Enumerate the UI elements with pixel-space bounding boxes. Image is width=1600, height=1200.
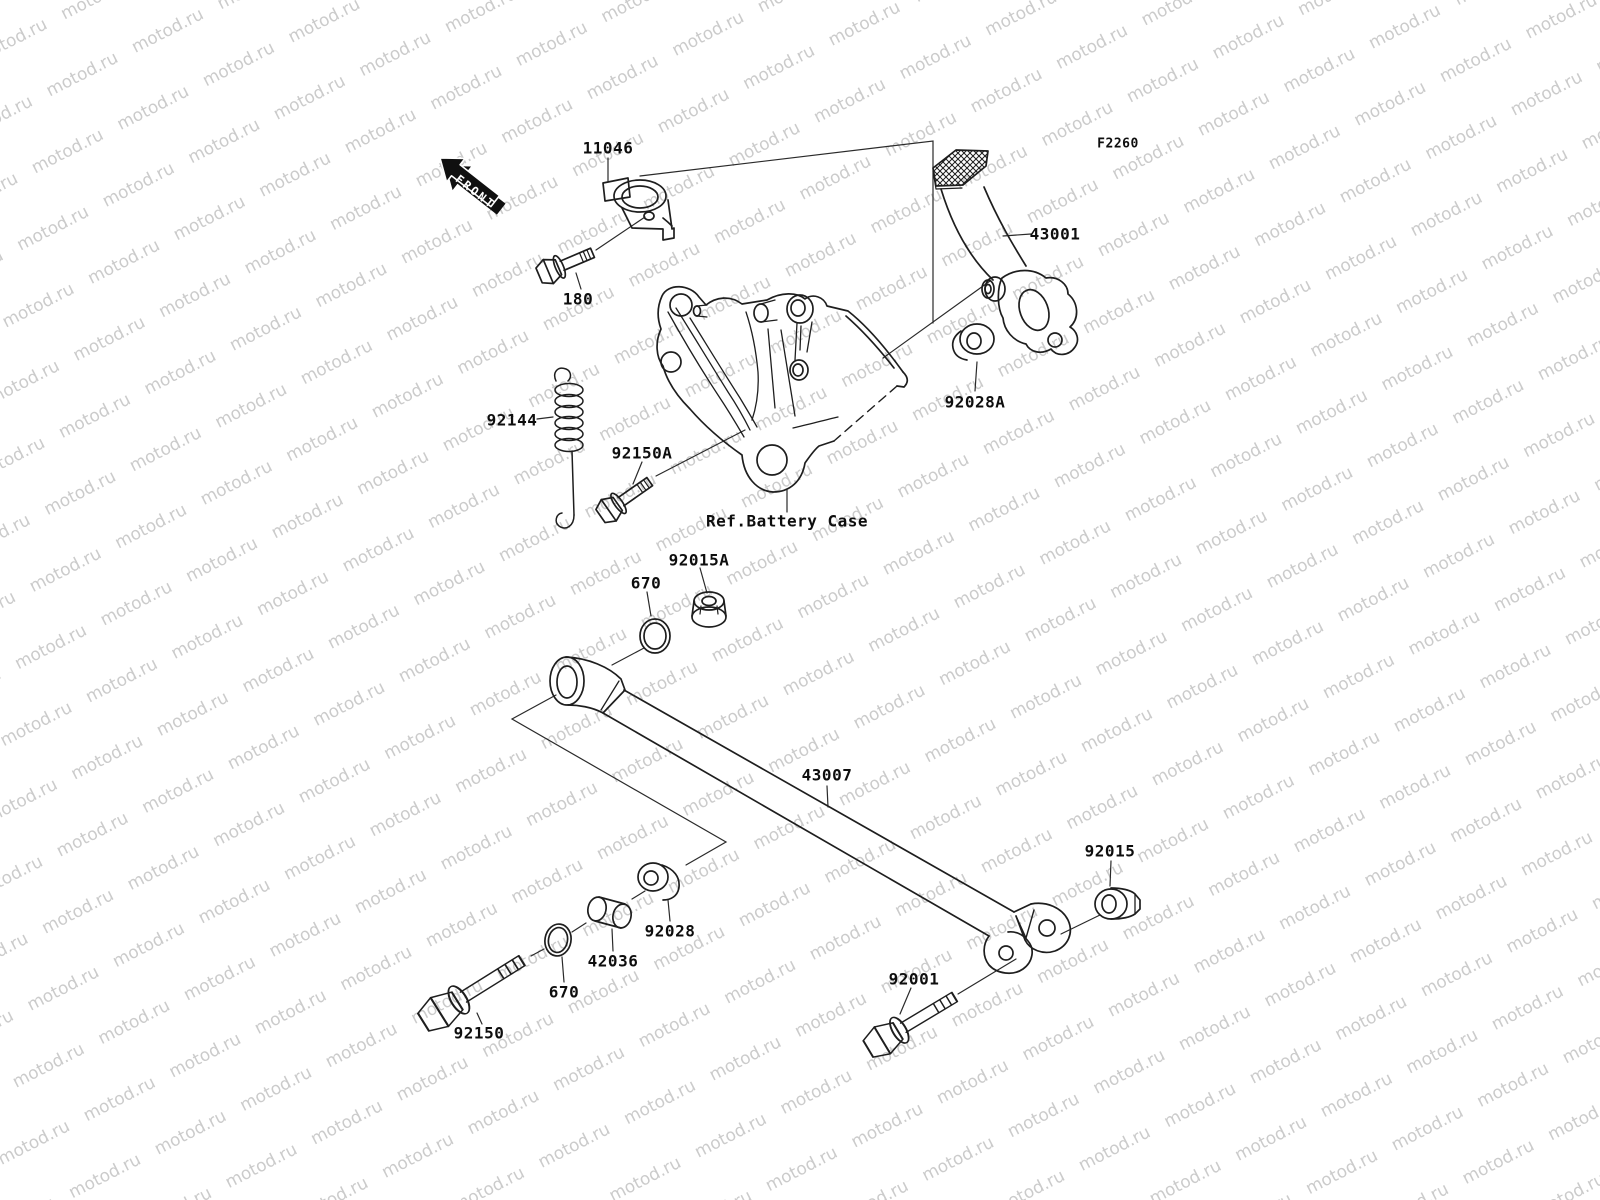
part-drawing-nut-92015a — [691, 591, 727, 628]
part-drawing-bushing-92028 — [637, 862, 680, 901]
part-drawing-bolt-180 — [535, 247, 596, 285]
part-drawing-bracket-battery-case — [656, 285, 909, 493]
part-drawing-rod-43007 — [549, 656, 1072, 975]
part-drawing-nut-92015 — [1094, 887, 1141, 920]
part-drawing-bushing-92028a — [951, 323, 995, 361]
part-drawing-bolt-92150a — [595, 476, 654, 524]
part-drawing-bolt-92001 — [862, 991, 959, 1058]
part-drawing-oring-670-upper — [639, 618, 671, 654]
part-drawing-spring-92144 — [554, 367, 584, 529]
part-drawing-oring-670-lower — [544, 923, 572, 957]
part-drawing-brake-pedal-43001 — [932, 149, 1079, 356]
part-drawing-sleeve-42036 — [586, 896, 633, 929]
part-drawing-clamp-11046 — [602, 177, 675, 241]
front-direction-arrow: FRONT — [439, 157, 506, 215]
leader-lines — [476, 140, 1112, 1025]
part-drawing-bolt-92150 — [416, 954, 526, 1032]
